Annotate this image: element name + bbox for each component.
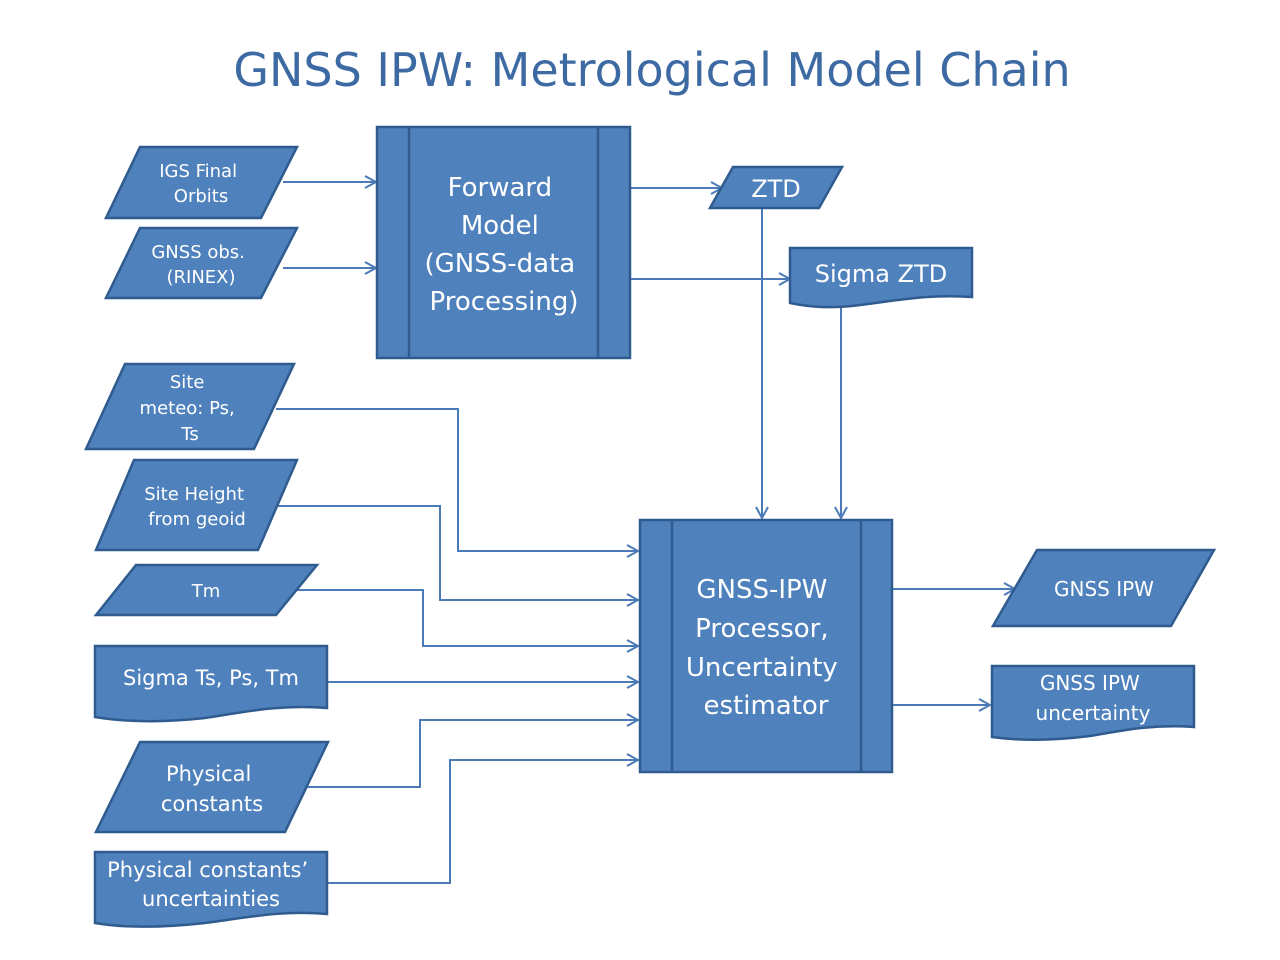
connector-siteheight-processor: [276, 505, 638, 600]
site-height-label-line2: from geoid: [148, 509, 246, 530]
sigma-ztd-label: Sigma ZTD: [815, 260, 947, 288]
svg-text:Physical constants: Physical constants: [161, 762, 263, 816]
output-gnss-ipw: GNSS IPW: [990, 548, 1217, 628]
process-forward-model: Forward Model (GNSS-data Processing): [375, 125, 632, 360]
input-physical-constants: Physical constants: [93, 740, 330, 834]
processor-label-line4: estimator: [703, 691, 828, 721]
svg-text:Site meteo: Ps, Ts: Site meteo: Ps, Ts: [140, 372, 241, 445]
svg-text:GNSS IPW uncertainty: GNSS IPW uncertainty: [1036, 671, 1151, 725]
input-sigma-ts-ps-tm: Sigma Ts, Ps, Tm: [93, 644, 329, 723]
svg-text:Site Height from geoid: Site Height from geoid: [144, 484, 250, 530]
site-meteo-label-line3: Ts: [180, 424, 198, 445]
input-igs-final-orbits: IGS Final Orbits: [104, 145, 300, 220]
gnss-obs-label-line1: GNSS obs.: [151, 242, 245, 263]
igs-label-line1: IGS Final: [159, 161, 237, 182]
svg-text:GNSS-IPW Processor,: GNSS-IPW Processor, Uncertainty estimato…: [686, 575, 846, 721]
phys-unc-label-line2: uncertainties: [142, 887, 280, 911]
connector-physunc-processor: [327, 760, 638, 884]
svg-text:Forward Model (GNS: Forward Model (GNSS-data Processing): [425, 173, 584, 317]
forward-label-line2: Model: [461, 211, 539, 241]
input-gnss-obs: GNSS obs. (RINEX): [104, 226, 300, 300]
connectors: [276, 182, 1015, 884]
output-ztd: ZTD: [707, 165, 845, 210]
processor-label-line3: Uncertainty: [686, 653, 838, 683]
igs-label-line2: Orbits: [174, 186, 228, 207]
output-sigma-ztd: Sigma ZTD: [788, 246, 974, 309]
site-height-label-line1: Site Height: [144, 484, 244, 505]
phys-const-label-line1: Physical: [166, 762, 251, 786]
site-meteo-label-line2: meteo: Ps,: [140, 398, 235, 419]
sigma-tps-label: Sigma Ts, Ps, Tm: [123, 666, 299, 690]
input-site-height: Site Height from geoid: [94, 458, 299, 552]
ztd-label: ZTD: [751, 175, 801, 203]
forward-label-line3: (GNSS-data: [425, 249, 576, 279]
site-meteo-label-line1: Site: [170, 372, 205, 393]
phys-const-label-line2: constants: [161, 792, 263, 816]
process-gnss-ipw-processor: GNSS-IPW Processor, Uncertainty estimato…: [638, 518, 894, 774]
page-title: GNSS IPW: Metrological Model Chain: [233, 43, 1070, 97]
phys-unc-label-line1: Physical constants’: [107, 858, 308, 882]
svg-text:IGS Final Orbits: IGS Final Orbits: [159, 161, 243, 207]
output-gnss-ipw-uncertainty: GNSS IPW uncertainty: [990, 664, 1196, 742]
connector-physconst-processor: [306, 720, 638, 788]
processor-label-line1: GNSS-IPW: [696, 575, 827, 605]
gnss-ipw-unc-label-line1: GNSS IPW: [1040, 671, 1140, 695]
svg-text:Physical constants’ unce: Physical constants’ uncertainties: [107, 858, 315, 911]
gnss-ipw-label: GNSS IPW: [1054, 577, 1154, 601]
forward-label-line1: Forward: [448, 173, 553, 203]
connector-tm-processor: [296, 589, 638, 646]
input-tm: Tm: [93, 563, 320, 617]
forward-label-line4: Processing): [430, 287, 579, 317]
gnss-ipw-unc-label-line2: uncertainty: [1036, 701, 1151, 725]
connector-sitemeteo-processor: [276, 408, 638, 551]
tm-label: Tm: [191, 581, 221, 602]
processor-label-line2: Processor,: [695, 614, 829, 644]
input-site-meteo: Site meteo: Ps, Ts: [84, 362, 296, 451]
gnss-obs-label-line2: (RINEX): [166, 267, 235, 288]
input-physical-constants-uncertainties: Physical constants’ uncertainties: [93, 850, 329, 928]
svg-text:GNSS obs. (RINEX): GNSS obs. (RINEX): [151, 242, 250, 288]
